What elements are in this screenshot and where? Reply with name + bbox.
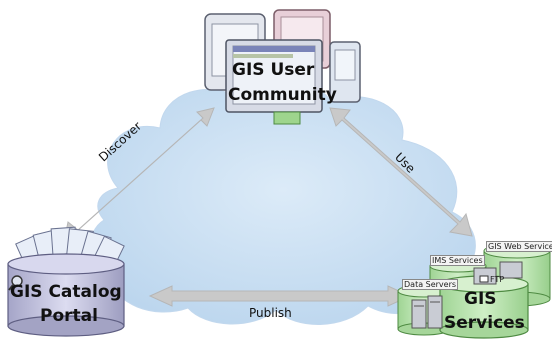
data-servers-tag: Data Servers (402, 279, 459, 290)
monitor-device-icon (225, 39, 323, 125)
web-services-tag: GIS Web Services (486, 241, 552, 252)
services-label-line1: GIS (464, 289, 497, 309)
portal-cylinder (7, 253, 125, 337)
community-label-line2: Community (228, 85, 337, 105)
community-label-line1: GIS User (232, 60, 315, 80)
use-arrow (329, 107, 473, 237)
server-tower-icon (411, 295, 443, 329)
publish-edge-label: Publish (249, 306, 292, 320)
ims-services-tag: IMS Services (430, 255, 485, 266)
catalog-label-line2: Portal (40, 306, 98, 326)
magnifier-icon (8, 275, 23, 291)
catalog-portal-illustration (7, 226, 125, 337)
ftp-icon (479, 275, 489, 283)
devices-illustration (204, 9, 361, 125)
ftp-tag: FTP (490, 275, 505, 284)
services-label-line2: Services (444, 313, 525, 333)
pda-device-icon (329, 41, 361, 103)
catalog-label-line1: GIS Catalog (10, 282, 122, 302)
